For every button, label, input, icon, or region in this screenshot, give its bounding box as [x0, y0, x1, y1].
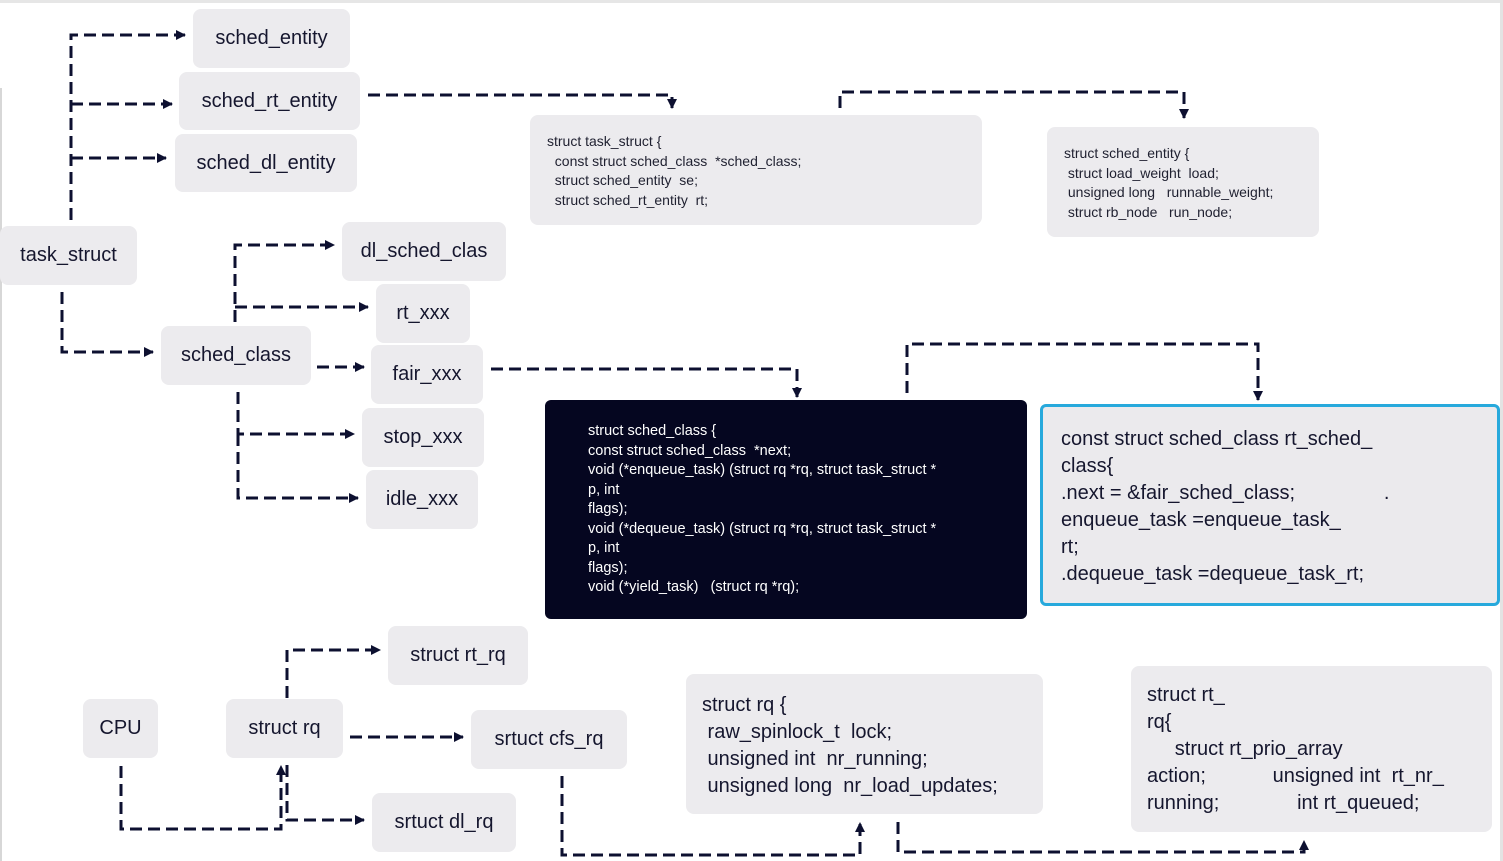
code-line: unsigned int nr_running; [702, 748, 928, 770]
task-struct-definition: struct task_struct { const struct sched_… [530, 115, 982, 225]
code-line: struct rt_prio_array [1147, 738, 1343, 760]
node-srtuct-cfs-rq: srtuct cfs_rq [471, 710, 627, 769]
code-line: void (*yield_task) (struct rq *rq); [588, 579, 800, 595]
sched-entity-definition: struct sched_entity { struct load_weight… [1047, 127, 1319, 237]
arrow-task-struct-to-sched-class [60, 292, 154, 357]
code-line: const struct sched_class *sched_class; [547, 152, 802, 169]
code-line: struct sched_entity { [1064, 145, 1190, 161]
code-line: enqueue_task =enqueue_task_ [1061, 509, 1341, 531]
code-line: class{ [1061, 455, 1114, 477]
code-line: struct rt_ [1147, 684, 1225, 706]
rt-sched-class-definition: const struct sched_class rt_sched_ class… [1040, 404, 1500, 606]
top-edge [0, 0, 1503, 3]
code-line: void (*dequeue_task) (struct rq *rq, str… [588, 520, 937, 537]
arrow-cfs-rq-to-struct-rq-def [560, 776, 865, 857]
node-sched-dl-entity: sched_dl_entity [175, 134, 357, 192]
struct-rq-definition: struct rq { raw_spinlock_t lock; unsigne… [686, 674, 1043, 814]
arrow-sched-class-to-idle-xxx [236, 434, 359, 503]
struct-rt-rq-definition: struct rt_ rq{ struct rt_prio_array acti… [1131, 666, 1492, 832]
node-sched-entity: sched_entity [193, 9, 350, 68]
arrow-sched-class-def-to-rt-sched-class [905, 342, 1263, 401]
arrow-struct-rq-def-to-rt-rq-def [896, 822, 1309, 854]
code-line: flags); [588, 501, 628, 517]
node-srtuct-dl-rq: srtuct dl_rq [372, 793, 516, 852]
node-fair-xxx: fair_xxx [371, 345, 483, 404]
node-rt-xxx: rt_xxx [376, 284, 470, 343]
arrow-struct-rq-to-rt-rq [285, 645, 381, 698]
left-edge [0, 88, 2, 861]
node-sched-class: sched_class [161, 326, 311, 385]
code-line: unsigned long runnable_weight; [1064, 184, 1274, 200]
code-line: .next = &fair_sched_class; . [1061, 482, 1390, 504]
arrow-sched-class-to-stop-xxx [236, 392, 355, 439]
code-line: struct rq { [702, 694, 787, 716]
code-line: flags); [588, 559, 628, 576]
code-line: rt; [1061, 536, 1079, 558]
code-line: running; int rt_queued; [1147, 792, 1420, 814]
code-line: rq{ [1147, 711, 1172, 733]
right-edge [1500, 0, 1503, 861]
code-line: action; unsigned int rt_nr_ [1147, 765, 1444, 787]
arrow-fair-xxx-to-sched-class-def [491, 367, 802, 398]
node-struct-rt-rq: struct rt_rq [388, 626, 528, 685]
node-cpu: CPU [83, 699, 158, 758]
code-line: p, int [588, 481, 620, 498]
arrow-cpu-to-struct-rq [119, 765, 286, 831]
node-sched-rt-entity: sched_rt_entity [179, 72, 360, 130]
code-line: struct sched_class { [588, 423, 717, 439]
code-line: struct load_weight load; [1064, 164, 1219, 181]
node-task-struct: task_struct [0, 226, 137, 285]
arrow-task-struct-to-sched-entity [69, 30, 186, 220]
node-struct-rq: struct rq [226, 699, 343, 758]
code-line: unsigned long nr_load_updates; [702, 775, 998, 797]
code-line: struct task_struct { [547, 133, 662, 149]
node-dl-sched-clas: dl_sched_clas [342, 222, 506, 281]
code-line: struct sched_entity se; [547, 172, 698, 188]
node-idle-xxx: idle_xxx [366, 470, 478, 529]
arrow-task-struct-def-to-sched-entity-def [838, 90, 1189, 119]
code-line: void (*enqueue_task) (struct rq *rq, str… [588, 462, 937, 478]
code-line: raw_spinlock_t lock; [702, 721, 893, 743]
code-line: const struct sched_class *next; [588, 442, 792, 459]
arrow-sched-rt-entity-to-task-struct-def [368, 93, 677, 109]
arrow-sched-class-to-dl-sched-clas [233, 240, 335, 322]
code-line: .dequeue_task =dequeue_task_rt; [1061, 563, 1365, 585]
code-line: struct sched_rt_entity rt; [547, 191, 709, 208]
node-stop-xxx: stop_xxx [362, 408, 484, 467]
arrow-struct-rq-to-dl-rq [285, 765, 365, 825]
code-line: struct rb_node run_node; [1064, 203, 1233, 220]
sched-class-definition: struct sched_class { const struct sched_… [545, 400, 1027, 619]
code-line: const struct sched_class rt_sched_ [1061, 428, 1373, 450]
code-line: p, int [588, 540, 620, 556]
